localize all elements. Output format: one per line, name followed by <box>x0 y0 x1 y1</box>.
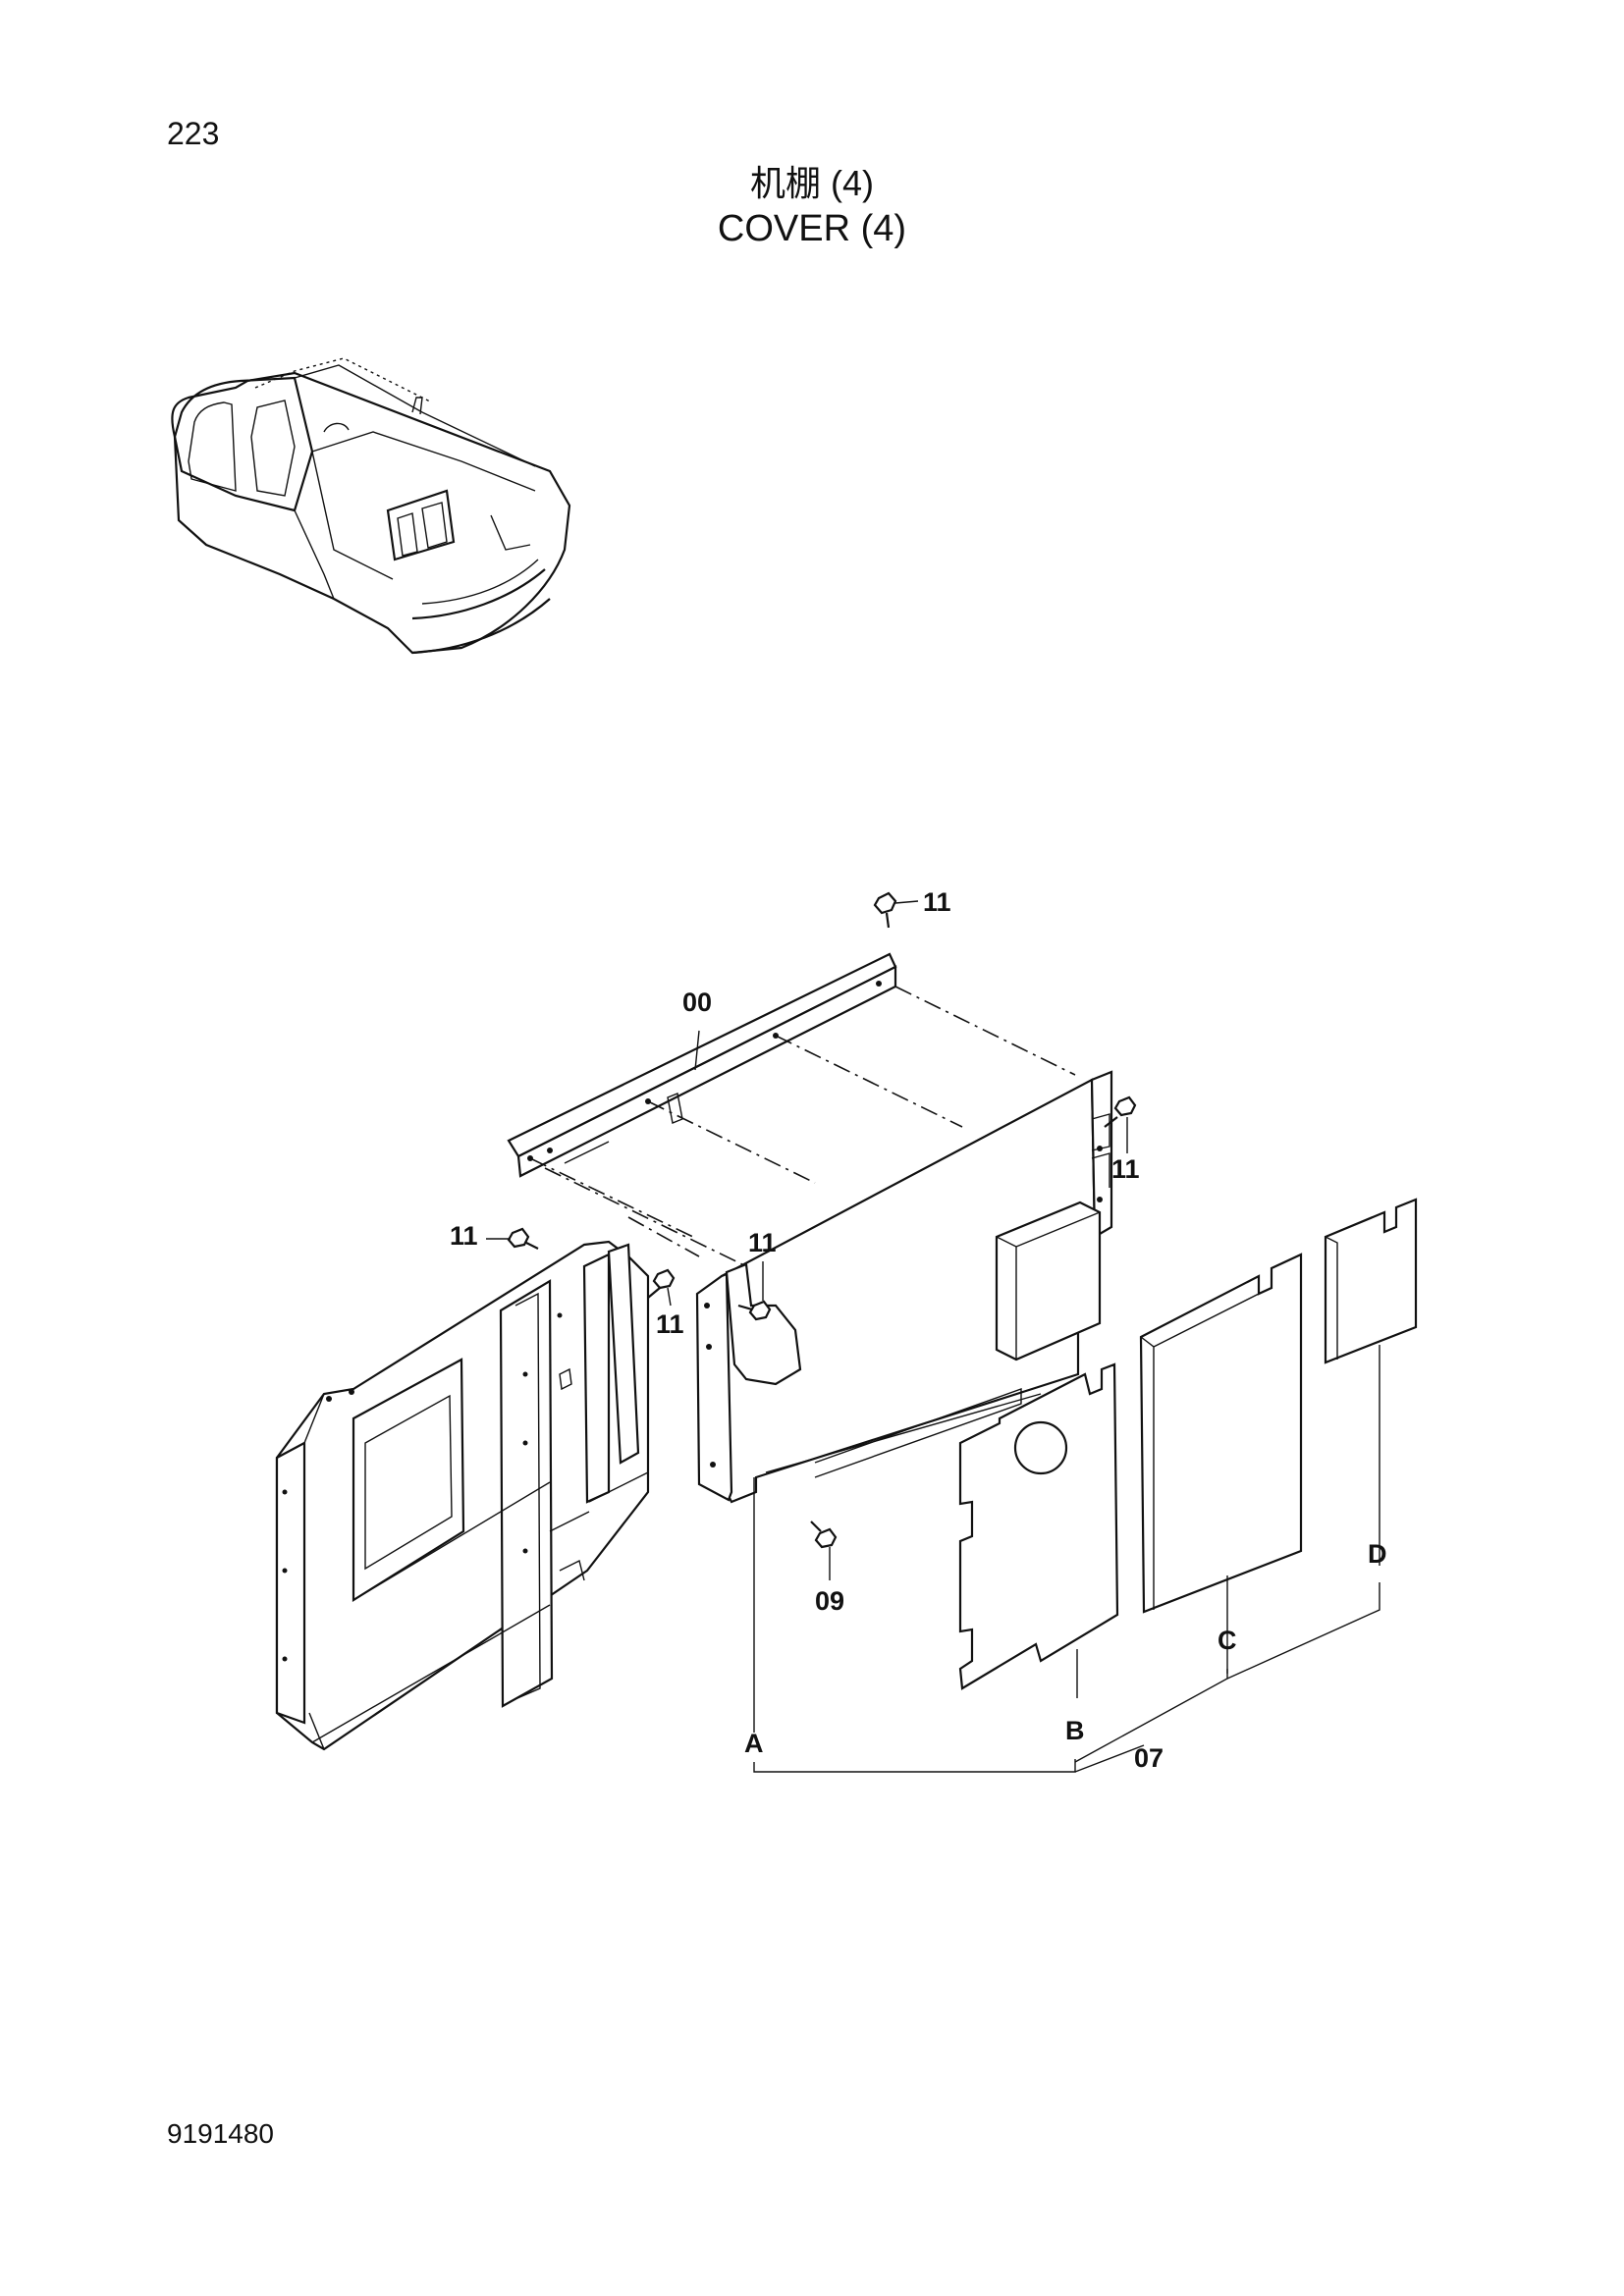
callout-11-top: 11 <box>923 887 951 917</box>
insulation-pad-b <box>958 1362 1119 1690</box>
assembly-guide-lines <box>529 986 1076 1267</box>
bolt-icon <box>647 1268 676 1299</box>
bolt-icon <box>507 1227 539 1250</box>
title-english: COVER (4) <box>717 208 907 249</box>
bolt-icon <box>737 1300 772 1321</box>
callout-d: D <box>1368 1539 1387 1569</box>
callout-09: 09 <box>815 1586 844 1616</box>
callout-11-right: 11 <box>1111 1154 1140 1184</box>
bolt-icon <box>873 891 897 929</box>
callout-11-mid: 11 <box>748 1228 777 1257</box>
main-panel-part-a <box>695 1070 1113 1504</box>
callout-c: C <box>1218 1626 1237 1655</box>
bolt-icon <box>1104 1095 1137 1128</box>
page-number: 223 <box>167 116 220 151</box>
insulation-pad-small <box>995 1201 1102 1362</box>
callout-11-bracket: 11 <box>656 1309 684 1339</box>
callout-11-left: 11 <box>450 1221 478 1251</box>
callout-00: 00 <box>682 988 712 1017</box>
insulation-pad-d <box>1324 1198 1418 1364</box>
page-title: 机棚 (4) COVER (4) <box>0 162 1624 252</box>
callout-a: A <box>744 1729 764 1758</box>
bolt-icon <box>810 1521 838 1549</box>
exploded-assembly-view: 11 00 11 11 11 11 09 D C B A 07 <box>275 887 1418 1773</box>
leader-lines <box>486 900 1380 1773</box>
document-number: 9191480 <box>167 2118 275 2149</box>
callout-07: 07 <box>1134 1743 1164 1773</box>
callout-b: B <box>1065 1716 1085 1745</box>
excavator-locator-illustration <box>171 357 571 655</box>
left-panel-assembly <box>275 1240 650 1751</box>
insulation-pad-c <box>1139 1253 1303 1614</box>
title-chinese: 机棚 (4) <box>749 163 874 203</box>
